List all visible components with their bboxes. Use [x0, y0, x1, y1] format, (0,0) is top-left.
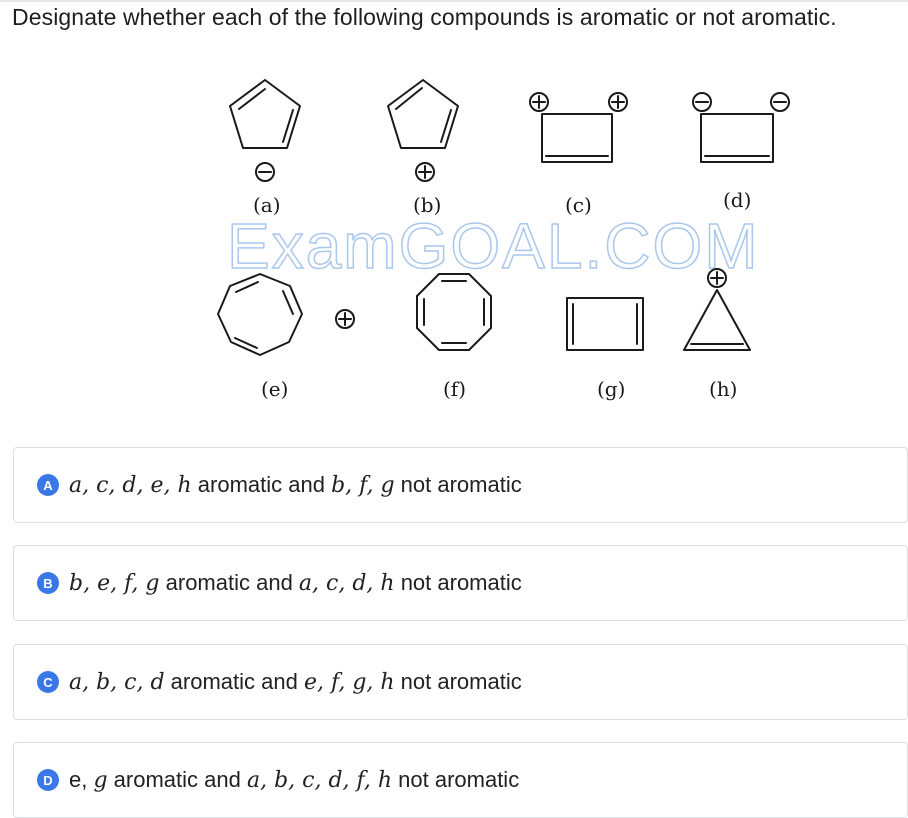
- structure-c: [529, 92, 628, 163]
- option-a[interactable]: A a, c, d, e, h aromatic and b, f, g not…: [13, 447, 908, 523]
- label-h: (h): [709, 377, 738, 401]
- option-d-badge: D: [37, 769, 59, 791]
- option-c-badge: C: [37, 671, 59, 693]
- plus-charge-icon: [529, 92, 549, 112]
- option-c-text: a, b, c, d aromatic and e, f, g, h not a…: [69, 669, 522, 695]
- minus-charge-icon: [692, 92, 712, 112]
- watermark: ExamGOAL.COM: [227, 210, 760, 282]
- top-divider: [0, 0, 908, 2]
- plus-charge-icon: [608, 92, 628, 112]
- minus-charge-icon: [255, 162, 275, 182]
- option-c[interactable]: C a, b, c, d aromatic and e, f, g, h not…: [13, 644, 908, 720]
- label-e: (e): [261, 377, 288, 401]
- option-b[interactable]: B b, e, f, g aromatic and a, c, d, h not…: [13, 545, 908, 621]
- structure-b: [387, 79, 459, 182]
- structure-h: [683, 268, 751, 351]
- structure-g: [566, 297, 644, 351]
- option-b-badge: B: [37, 572, 59, 594]
- label-a: (a): [253, 193, 281, 217]
- structure-e: [217, 273, 355, 356]
- structure-d: [692, 92, 790, 163]
- label-c: (c): [565, 193, 592, 217]
- label-b: (b): [413, 193, 441, 217]
- minus-charge-icon: [770, 92, 790, 112]
- option-d[interactable]: D e, g aromatic and a, b, c, d, f, h not…: [13, 742, 908, 818]
- structure-f: [416, 273, 492, 351]
- plus-charge-icon: [707, 268, 727, 288]
- option-d-text: e, g aromatic and a, b, c, d, f, h not a…: [69, 767, 520, 793]
- option-a-badge: A: [37, 474, 59, 496]
- option-a-text: a, c, d, e, h aromatic and b, f, g not a…: [69, 472, 522, 498]
- structures-figure: ExamGOAL.COM: [205, 62, 805, 414]
- plus-charge-icon: [415, 162, 435, 182]
- plus-charge-icon: [335, 309, 355, 329]
- label-g: (g): [597, 377, 625, 401]
- label-d: (d): [723, 188, 751, 212]
- label-f: (f): [443, 377, 466, 401]
- option-b-text: b, e, f, g aromatic and a, c, d, h not a…: [69, 570, 522, 596]
- question-text: Designate whether each of the following …: [12, 4, 837, 30]
- structure-a: [229, 79, 301, 182]
